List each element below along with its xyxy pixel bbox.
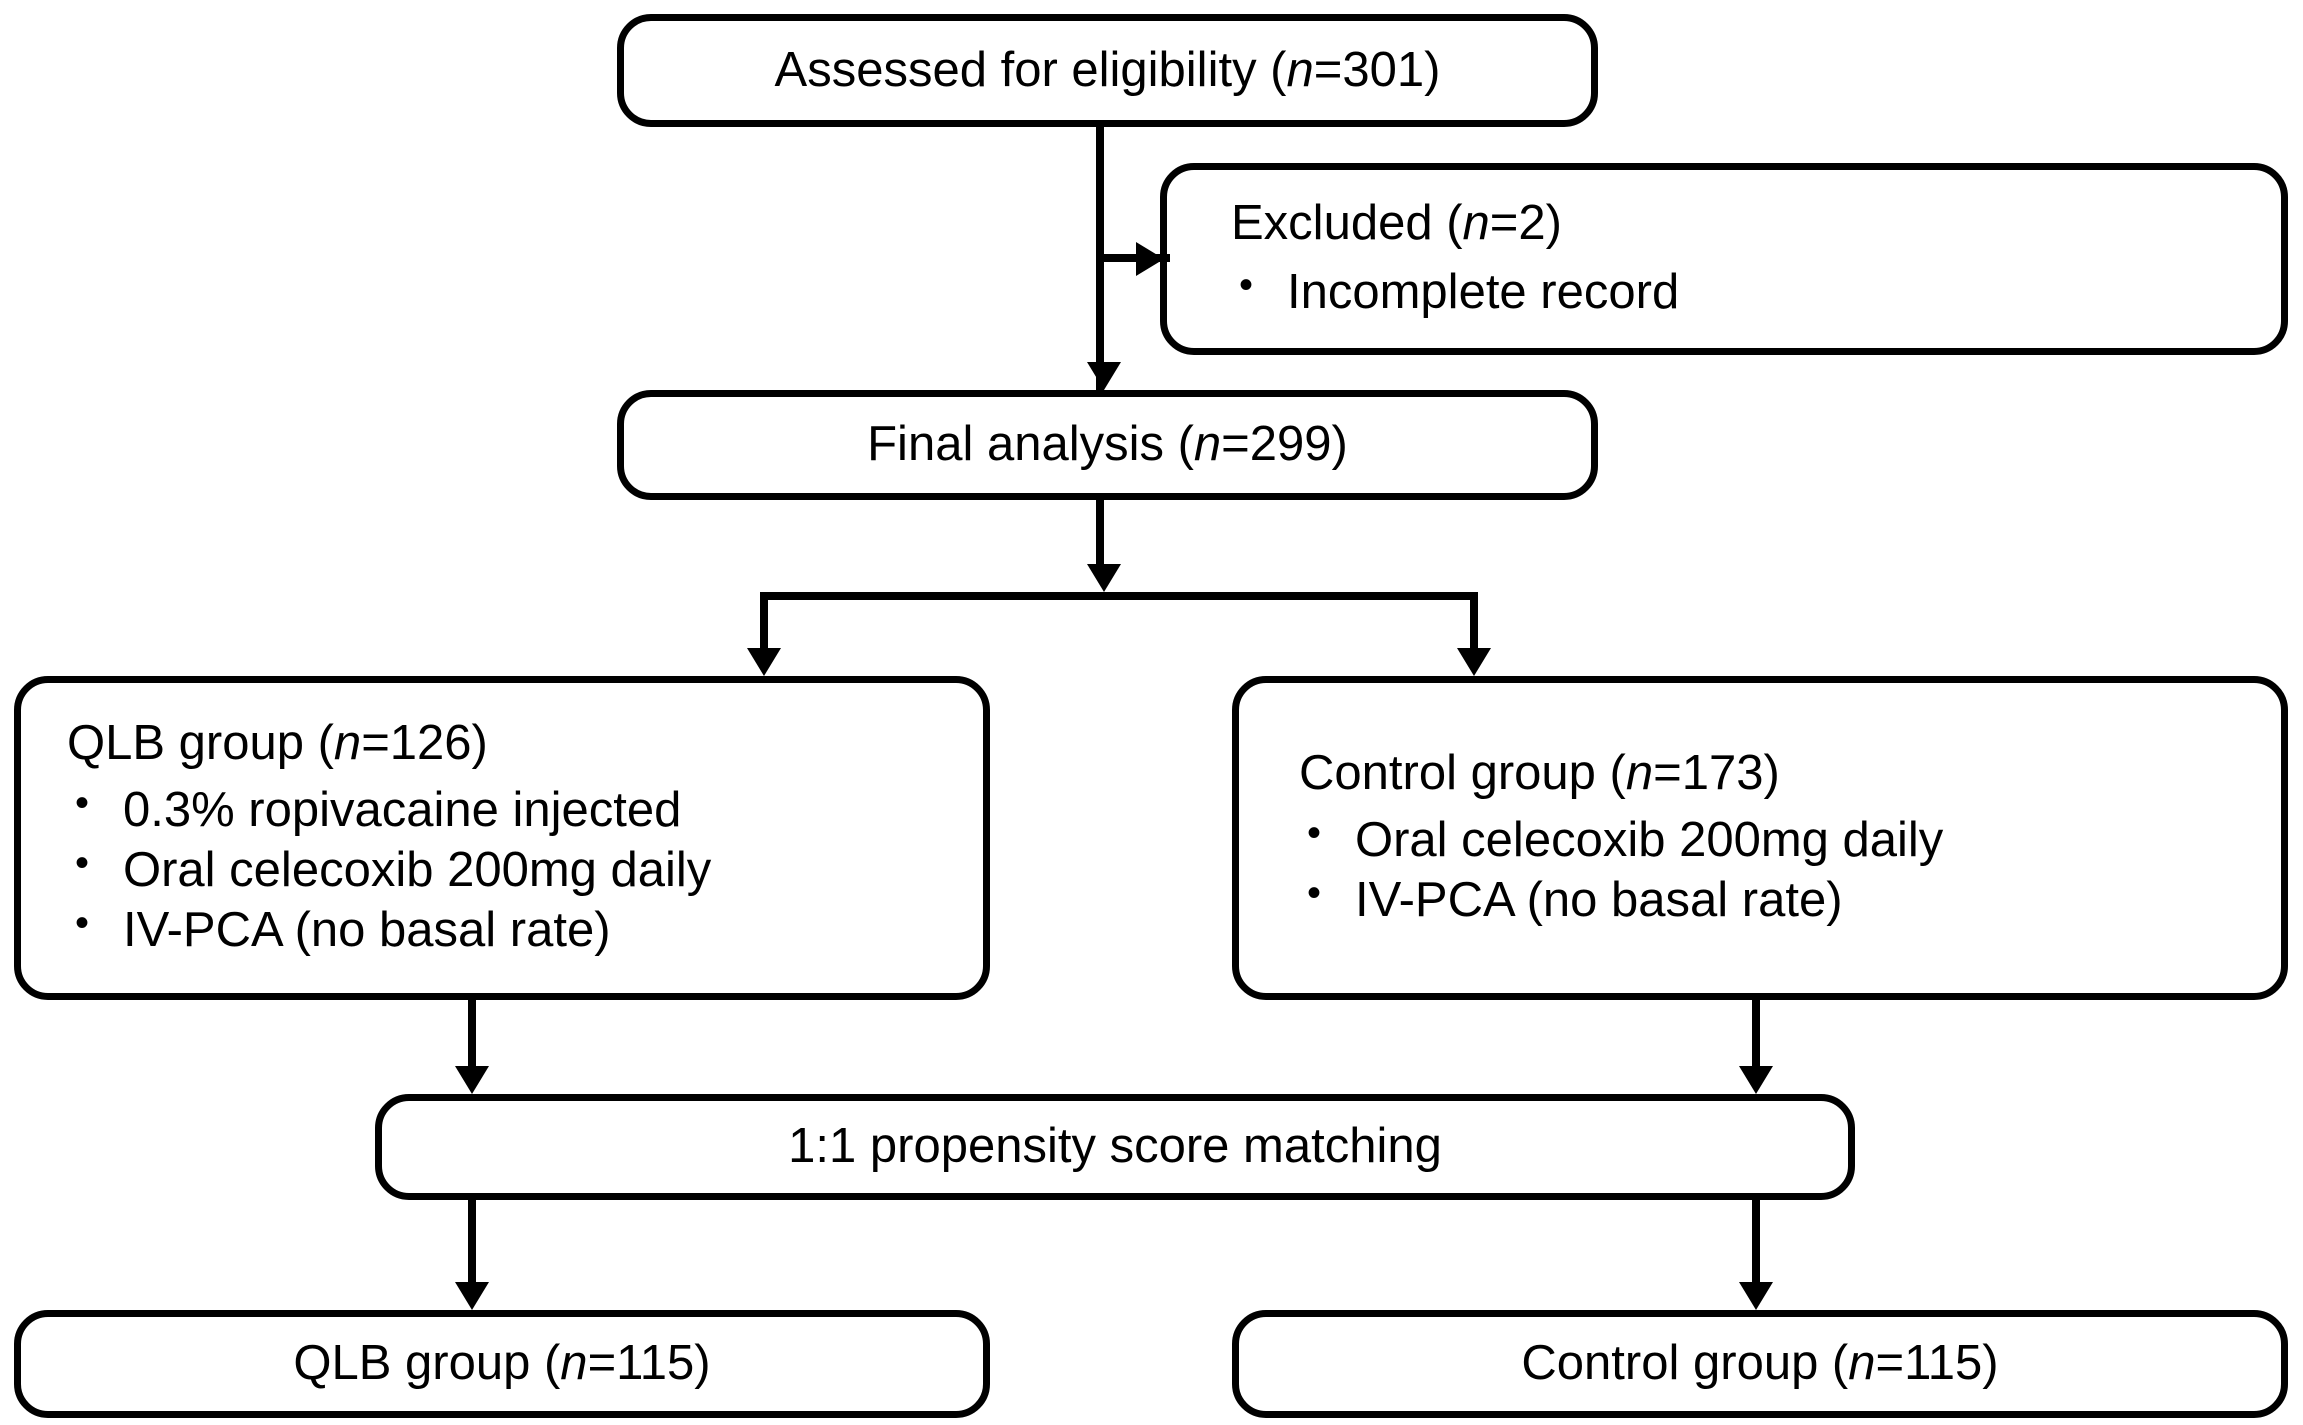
node-final-analysis-title-prefix: Final analysis ( <box>867 417 1194 472</box>
node-final-analysis: Final analysis (n=299) <box>617 390 1598 500</box>
arrow-down-icon <box>455 1282 489 1310</box>
node-qlb-group-matched-title-prefix: QLB group ( <box>293 1336 561 1391</box>
node-qlb-group-bullet-list: 0.3% ropivacaine injected Oral celecoxib… <box>67 779 983 961</box>
connector-split-bar <box>760 592 1478 600</box>
arrow-down-icon <box>1739 1066 1773 1094</box>
node-propensity-score-matching-title: 1:1 propensity score matching <box>788 1118 1442 1176</box>
arrow-down-icon <box>747 648 781 676</box>
node-control-group-bullet-list: Oral celecoxib 200mg daily IV-PCA (no ba… <box>1299 809 2281 931</box>
node-qlb-group-matched-title-suffix: =115) <box>587 1336 711 1391</box>
list-item: IV-PCA (no basal rate) <box>1299 869 2281 931</box>
arrow-right-icon <box>1136 242 1164 276</box>
node-qlb-group-title-prefix: QLB group ( <box>67 716 334 771</box>
list-item: IV-PCA (no basal rate) <box>67 899 983 961</box>
list-item: Incomplete record <box>1231 261 2281 323</box>
connector-matching-to-control-matched <box>1752 1200 1760 1284</box>
arrow-down-icon <box>1739 1282 1773 1310</box>
connector-final-trunk <box>1096 500 1104 566</box>
node-qlb-group-title-suffix: =126) <box>361 716 488 771</box>
node-control-group-n-symbol: n <box>1625 746 1654 801</box>
node-excluded-title-prefix: Excluded ( <box>1231 196 1463 251</box>
node-qlb-group-title: QLB group (n=126) <box>67 715 983 773</box>
node-excluded-n-symbol: n <box>1462 196 1490 251</box>
node-assessed-title: Assessed for eligibility (n=301) <box>775 42 1441 100</box>
node-excluded: Excluded (n=2) Incomplete record <box>1160 163 2288 355</box>
node-control-group: Control group (n=173) Oral celecoxib 200… <box>1232 676 2288 1000</box>
node-qlb-group-n-symbol: n <box>333 716 362 771</box>
node-control-group-matched-title-prefix: Control group ( <box>1521 1336 1849 1391</box>
arrow-down-icon <box>455 1066 489 1094</box>
node-control-group-matched-n-symbol: n <box>1848 1336 1876 1391</box>
connector-matching-to-qlb-matched <box>468 1200 476 1284</box>
node-propensity-score-matching: 1:1 propensity score matching <box>375 1094 1855 1200</box>
arrow-down-icon <box>1087 564 1121 592</box>
list-item: 0.3% ropivacaine injected <box>67 779 983 841</box>
node-excluded-bullet-list: Incomplete record <box>1231 261 2281 323</box>
node-qlb-group-matched-title: QLB group (n=115) <box>293 1335 710 1393</box>
list-item: Oral celecoxib 200mg daily <box>1299 809 2281 871</box>
node-propensity-score-matching-title-prefix: 1:1 propensity score matching <box>788 1119 1442 1174</box>
node-excluded-title-suffix: =2) <box>1489 196 1562 251</box>
node-control-group-matched: Control group (n=115) <box>1232 1310 2288 1418</box>
arrow-down-icon <box>1457 648 1491 676</box>
node-control-group-matched-title: Control group (n=115) <box>1521 1335 1998 1393</box>
node-final-analysis-title: Final analysis (n=299) <box>867 416 1348 474</box>
node-assessed-title-suffix: =301) <box>1313 42 1441 97</box>
connector-qlb-to-matching <box>468 1000 476 1068</box>
node-final-analysis-n-symbol: n <box>1193 417 1222 472</box>
node-control-group-title-prefix: Control group ( <box>1299 746 1626 801</box>
connector-split-left <box>760 592 768 654</box>
node-assessed-for-eligibility: Assessed for eligibility (n=301) <box>617 14 1598 127</box>
node-control-group-matched-title-suffix: =115) <box>1875 1336 1999 1391</box>
list-item: Oral celecoxib 200mg daily <box>67 839 983 901</box>
arrow-down-icon <box>1087 362 1121 390</box>
node-qlb-group: QLB group (n=126) 0.3% ropivacaine injec… <box>14 676 990 1000</box>
connector-control-to-matching <box>1752 1000 1760 1068</box>
node-control-group-title-suffix: =173) <box>1653 746 1780 801</box>
node-assessed-n-symbol: n <box>1286 42 1314 97</box>
node-excluded-title: Excluded (n=2) <box>1231 195 2281 253</box>
node-control-group-title: Control group (n=173) <box>1299 745 2281 803</box>
node-assessed-title-prefix: Assessed for eligibility ( <box>774 42 1287 97</box>
node-qlb-group-matched: QLB group (n=115) <box>14 1310 990 1418</box>
node-final-analysis-title-suffix: =299) <box>1221 417 1348 472</box>
connector-split-right <box>1470 592 1478 654</box>
connector-assessed-to-excluded <box>1096 254 1170 262</box>
node-qlb-group-matched-n-symbol: n <box>560 1336 588 1391</box>
